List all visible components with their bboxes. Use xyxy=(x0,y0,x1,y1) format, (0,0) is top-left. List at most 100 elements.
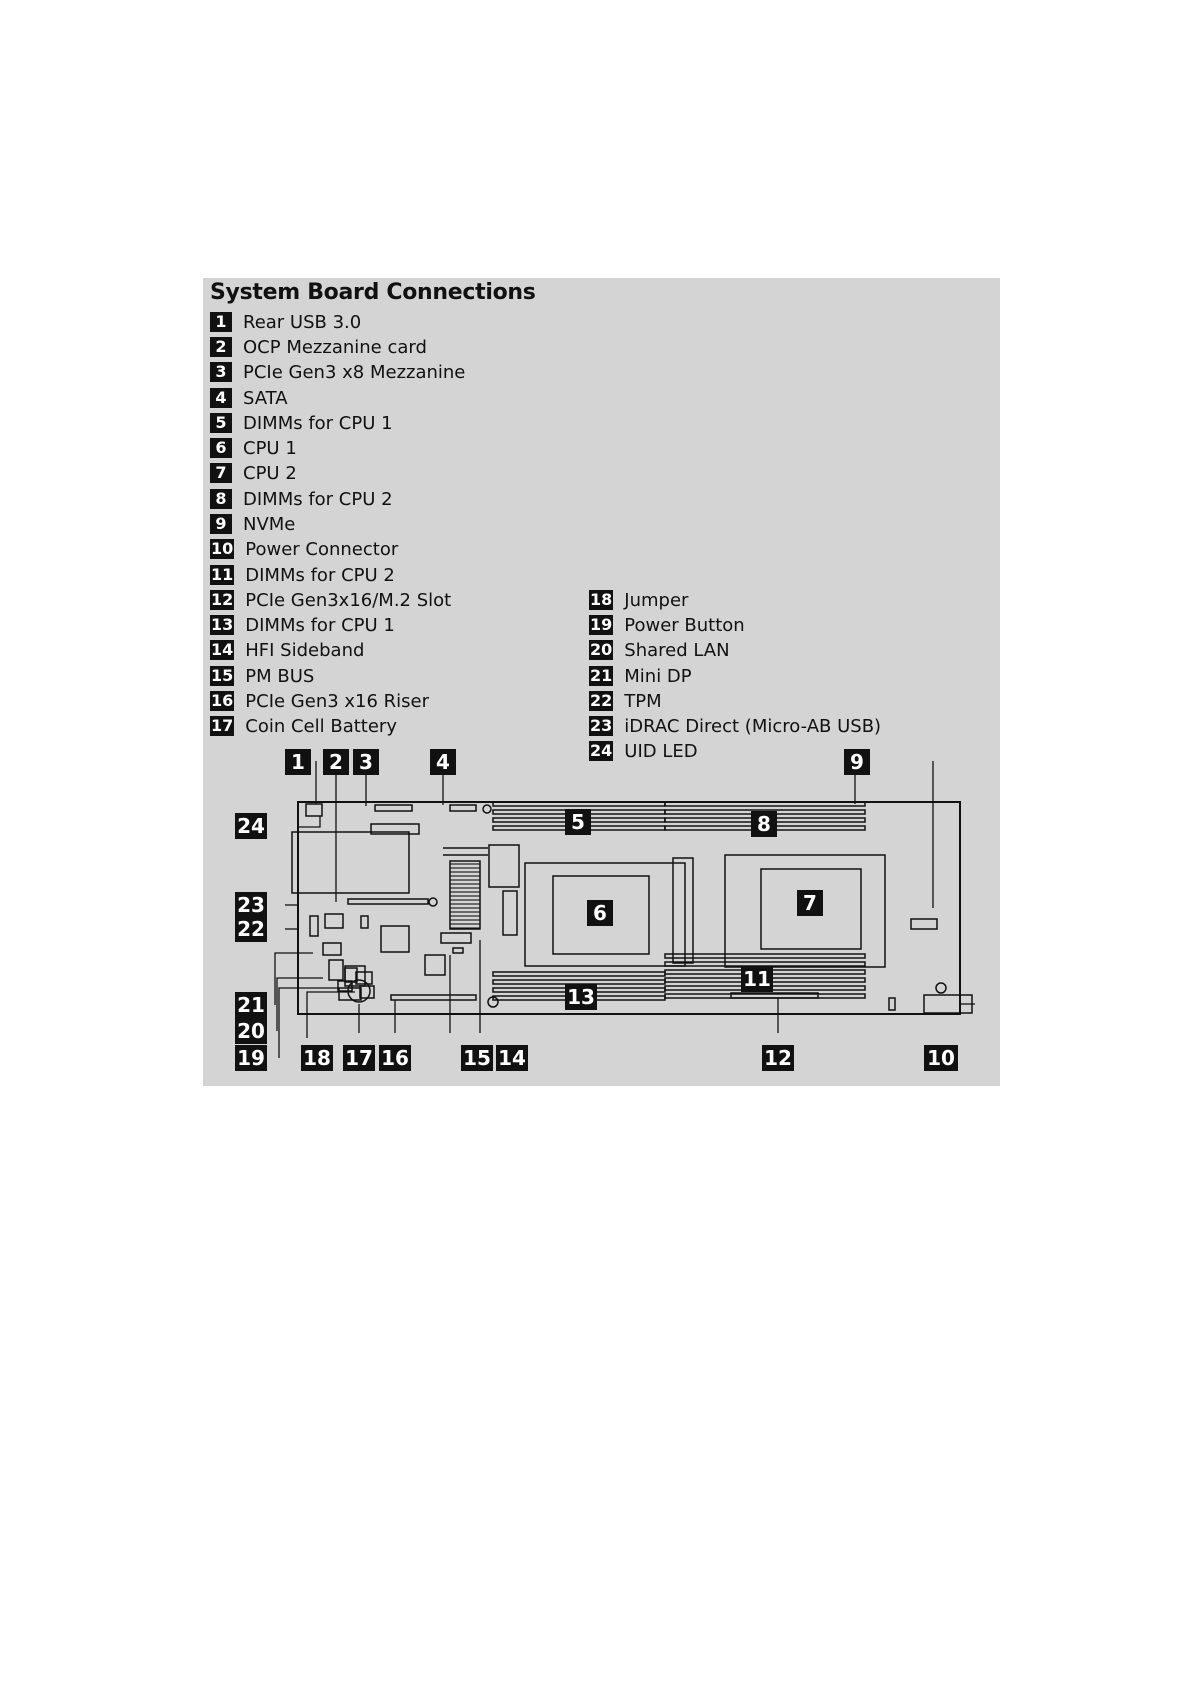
legend-badge: 3 xyxy=(210,362,232,382)
legend-badge: 24 xyxy=(589,741,614,761)
dimm-slot xyxy=(492,971,666,977)
legend-badge: 20 xyxy=(589,640,614,660)
legend-badge: 5 xyxy=(210,413,232,433)
legend-label: CPU 1 xyxy=(243,437,297,459)
tpm-chip xyxy=(380,925,410,953)
callout-24: 24 xyxy=(235,813,267,839)
callout-8: 8 xyxy=(751,811,777,837)
mezz-connector-bottom xyxy=(347,898,429,905)
legend-badge: 2 xyxy=(210,337,232,357)
callout-19: 19 xyxy=(235,1045,267,1071)
callout-15: 15 xyxy=(461,1045,493,1071)
callout-23: 23 xyxy=(235,892,267,918)
usb-port xyxy=(305,803,323,817)
dimm-slot xyxy=(664,801,866,807)
callout-20: 20 xyxy=(235,1018,267,1044)
callout-21: 21 xyxy=(235,992,267,1018)
legend-item-18: 18 Jumper xyxy=(589,589,688,611)
cpu1-socket xyxy=(524,862,686,967)
callout-4: 4 xyxy=(430,749,456,775)
legend-item-17: 17 Coin Cell Battery xyxy=(210,715,397,737)
legend-label: DIMMs for CPU 2 xyxy=(245,564,395,586)
callout-18: 18 xyxy=(301,1045,333,1071)
legend-item-14: 14 HFI Sideband xyxy=(210,639,364,661)
dimm-slot xyxy=(664,993,866,999)
mounting-hole xyxy=(482,804,492,814)
callout-7: 7 xyxy=(797,890,823,916)
legend-badge: 21 xyxy=(589,666,614,686)
legend-label: Jumper xyxy=(624,589,689,611)
chip xyxy=(344,965,366,987)
legend-badge: 8 xyxy=(210,489,232,509)
cpu2-die xyxy=(760,868,862,950)
legend-label: PCIe Gen3 x16 Riser xyxy=(245,690,430,712)
callout-6: 6 xyxy=(587,900,613,926)
legend-badge: 4 xyxy=(210,388,232,408)
legend-badge: 11 xyxy=(210,565,235,585)
mezzanine-card xyxy=(291,831,410,894)
legend-item-19: 19 Power Button xyxy=(589,614,745,636)
callout-13: 13 xyxy=(565,984,597,1010)
legend-badge: 13 xyxy=(210,615,235,635)
system-board-drawing xyxy=(274,761,975,1058)
callout-22: 22 xyxy=(235,916,267,942)
legend-badge: 7 xyxy=(210,463,232,483)
mounting-hole xyxy=(428,897,438,907)
legend-label: SATA xyxy=(243,387,288,409)
legend-badge: 9 xyxy=(210,514,232,534)
callout-2: 2 xyxy=(323,749,349,775)
callout-11: 11 xyxy=(741,966,773,992)
legend-badge: 18 xyxy=(589,590,614,610)
mounting-hole xyxy=(935,982,947,994)
legend-item-5: 5 DIMMs for CPU 1 xyxy=(210,412,393,434)
callout-3: 3 xyxy=(353,749,379,775)
legend-label: CPU 2 xyxy=(243,462,297,484)
pcie-riser-slot xyxy=(390,994,477,1001)
callout-14: 14 xyxy=(496,1045,528,1071)
callout-16: 16 xyxy=(379,1045,411,1071)
legend-item-4: 4 SATA xyxy=(210,387,288,409)
legend-label: PM BUS xyxy=(245,665,315,687)
legend-label: Rear USB 3.0 xyxy=(243,311,362,333)
legend-label: DIMMs for CPU 1 xyxy=(245,614,395,636)
legend-item-3: 3 PCIe Gen3 x8 Mezzanine xyxy=(210,361,465,383)
legend-badge: 17 xyxy=(210,716,235,736)
legend-label: Coin Cell Battery xyxy=(245,715,397,737)
legend-item-2: 2 OCP Mezzanine card xyxy=(210,336,427,358)
legend-item-15: 15 PM BUS xyxy=(210,665,314,687)
legend-badge: 23 xyxy=(589,716,614,736)
cpu2-socket xyxy=(724,854,886,968)
legend-label: PCIe Gen3 x8 Mezzanine xyxy=(243,361,466,383)
coin-cell-battery xyxy=(347,979,371,1003)
callout-1: 1 xyxy=(285,749,311,775)
dimm-slot xyxy=(492,801,666,807)
legend-label: HFI Sideband xyxy=(245,639,365,661)
legend-label: OCP Mezzanine card xyxy=(243,336,427,358)
legend-badge: 19 xyxy=(589,615,614,635)
legend-label: NVMe xyxy=(243,513,296,535)
nvme-connector xyxy=(910,918,938,930)
callout-5: 5 xyxy=(565,809,591,835)
legend-item-9: 9 NVMe xyxy=(210,513,295,535)
legend-label: Power Button xyxy=(624,614,745,636)
legend-item-7: 7 CPU 2 xyxy=(210,462,297,484)
diagram-title: System Board Connections xyxy=(210,280,536,305)
cpu1-die xyxy=(552,875,650,955)
legend-item-13: 13 DIMMs for CPU 1 xyxy=(210,614,395,636)
legend-badge: 22 xyxy=(589,691,614,711)
legend-badge: 15 xyxy=(210,666,235,686)
chip xyxy=(424,954,446,976)
legend-label: DIMMs for CPU 1 xyxy=(243,412,393,434)
mezz-connector-2 xyxy=(370,823,420,835)
legend-badge: 14 xyxy=(210,640,235,660)
legend-badge: 12 xyxy=(210,590,235,610)
callout-12: 12 xyxy=(762,1045,794,1071)
